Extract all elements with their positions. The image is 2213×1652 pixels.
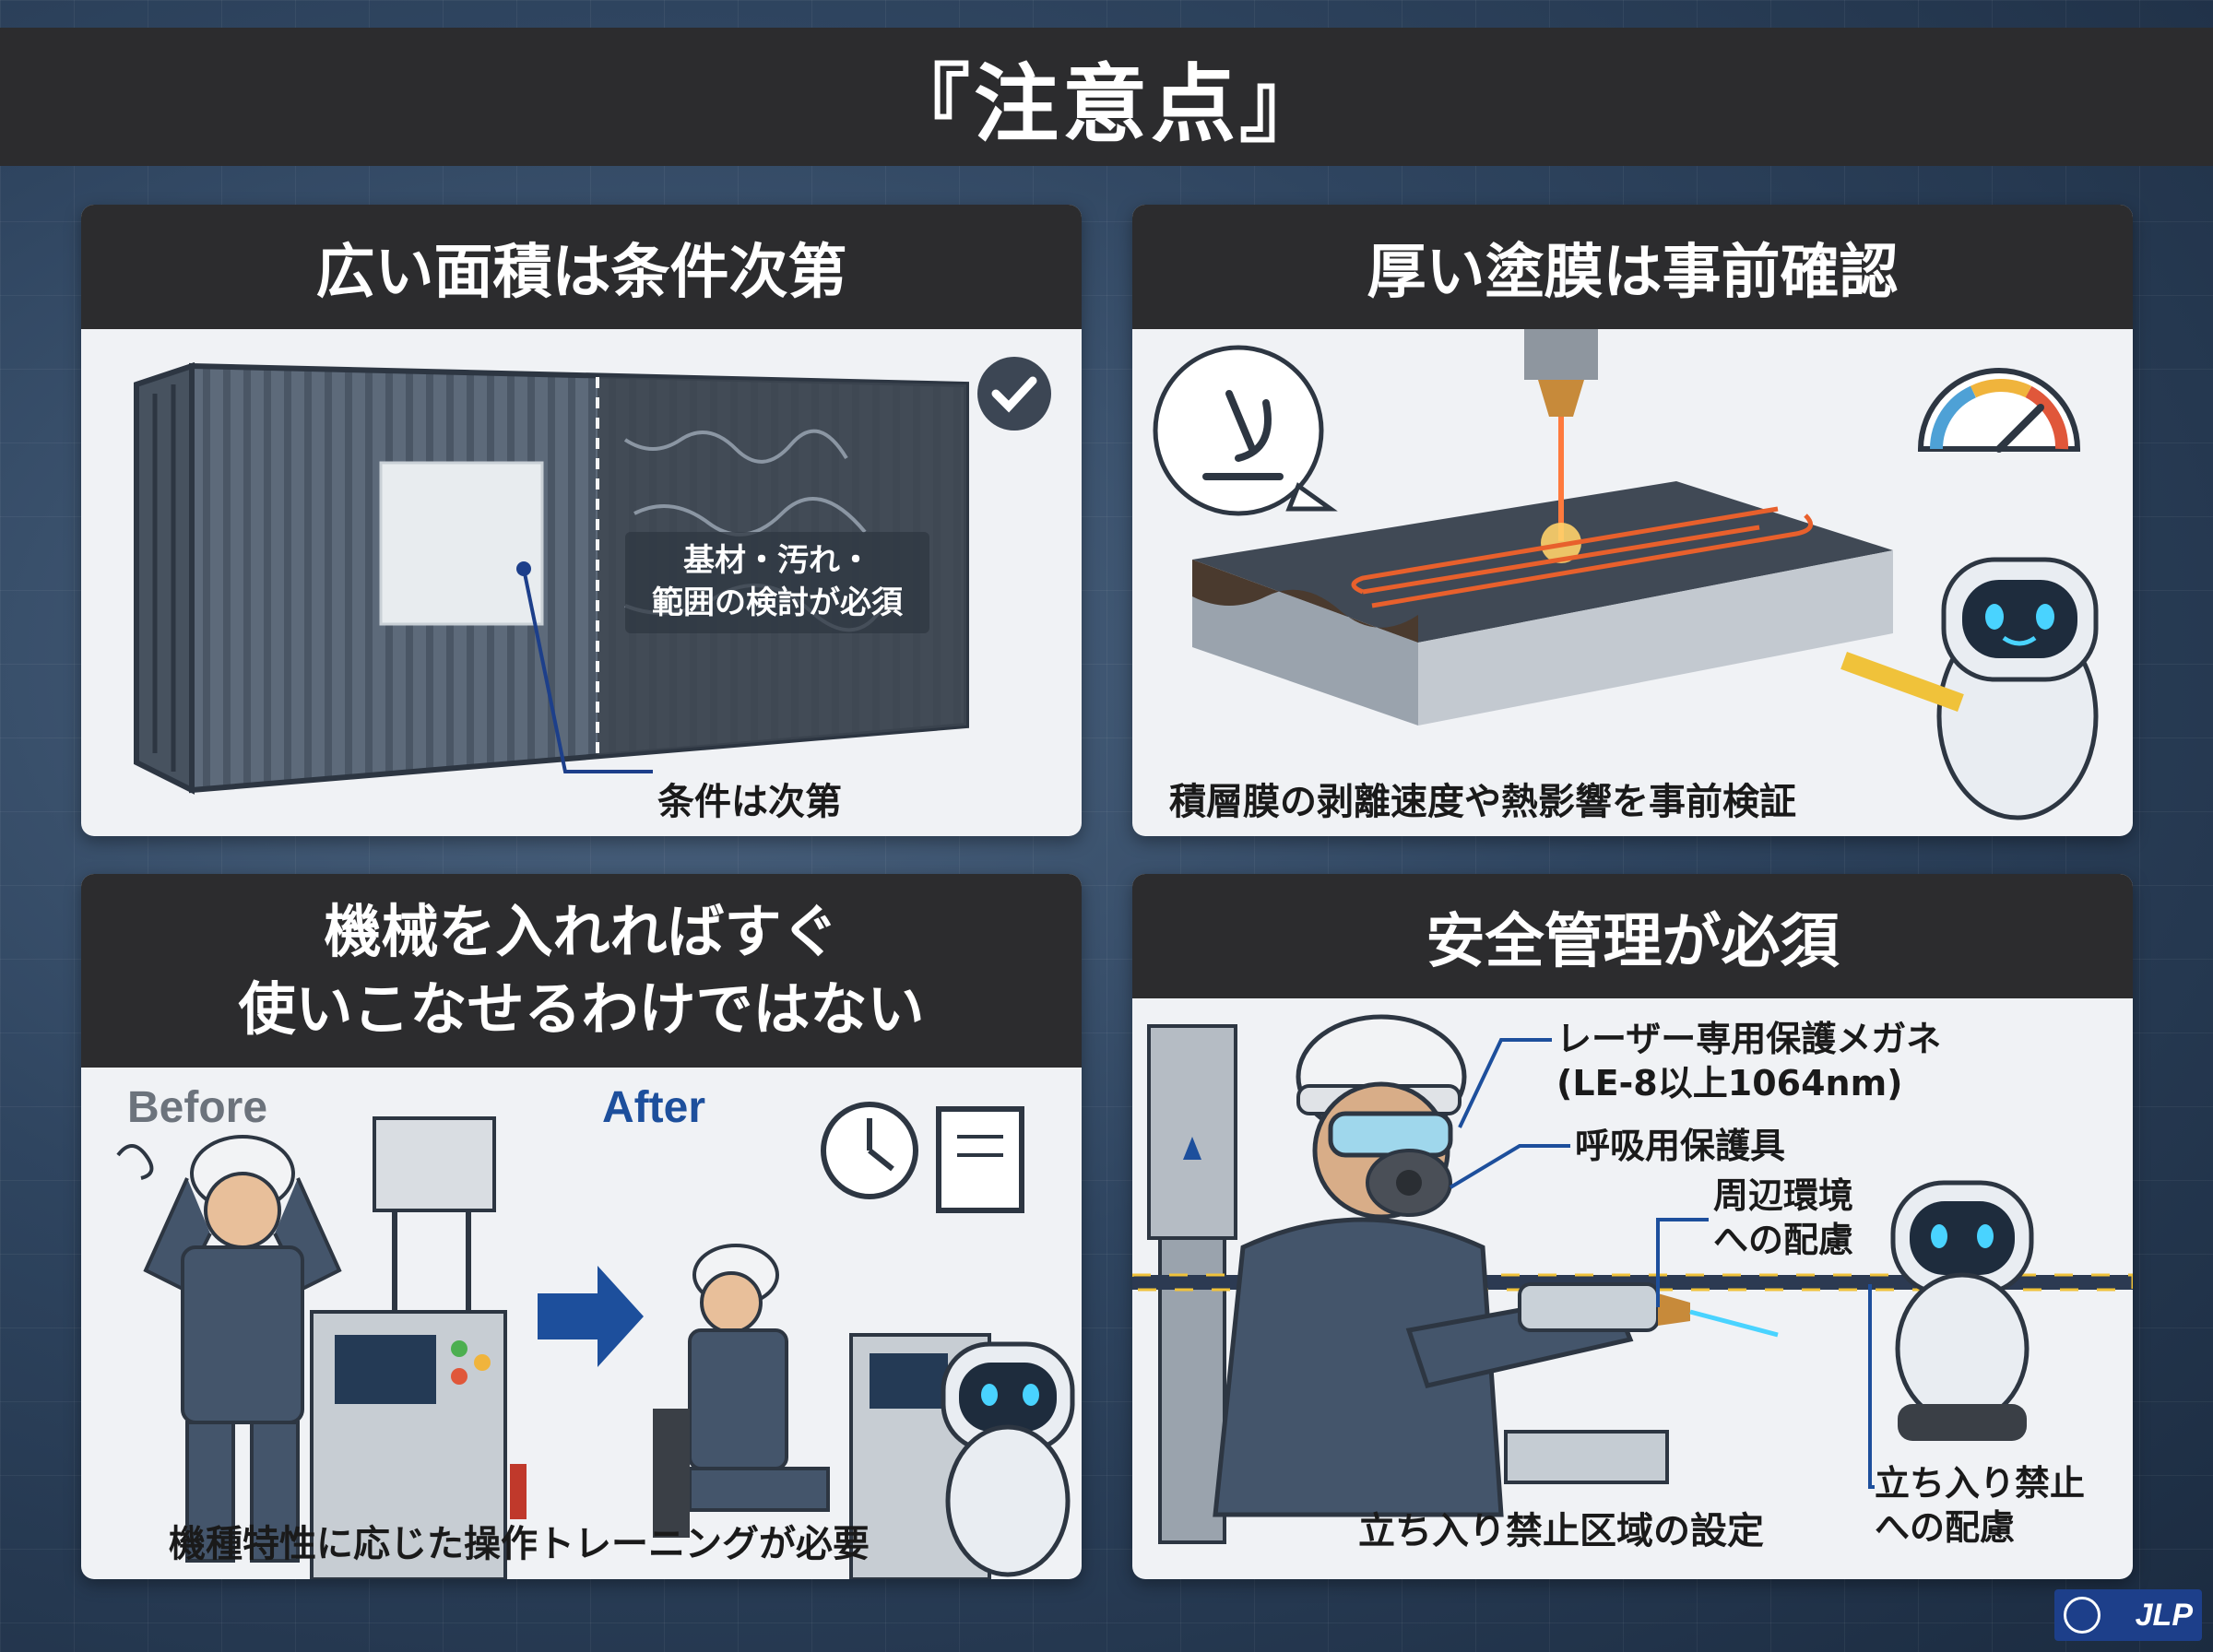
panel-body: レーザー専用保護メガネ (LE-8以上1064nm) 呼吸用保護具 周辺環境 へ… bbox=[1132, 998, 2133, 1579]
restricted-label-line-2: への配慮 bbox=[1875, 1507, 2016, 1548]
glasses-label: レーザー専用保護メガネ (LE-8以上1064nm) bbox=[1556, 1017, 1941, 1105]
robot-mascot bbox=[1890, 1180, 2034, 1441]
panel-body: Before After bbox=[81, 1068, 1082, 1579]
arrow-right-icon bbox=[538, 1266, 644, 1367]
jlp-logo: JLP bbox=[2054, 1589, 2202, 1641]
panel-safety: 安全管理が必須 bbox=[1132, 874, 2133, 1579]
laser-machine bbox=[310, 1116, 527, 1579]
robot-mascot bbox=[1840, 557, 2099, 820]
panel-training: 機械を入れればすぐ 使いこなせるわけではない Before After bbox=[81, 874, 1082, 1579]
emblem-icon bbox=[2064, 1597, 2101, 1634]
panel-caption: 機種特性に応じた操作トレーニングが必要 bbox=[169, 1523, 870, 1565]
panel-heading: 広い面積は条件次第 bbox=[81, 205, 1082, 329]
environment-label-line-1: 周辺環境 bbox=[1713, 1175, 1854, 1216]
safety-illustration bbox=[1132, 1014, 2133, 1544]
after-label: After bbox=[602, 1083, 706, 1132]
training-illustration bbox=[116, 1102, 1075, 1579]
title-bar: 『注意点』 bbox=[0, 28, 2213, 166]
panel-caption: 条件は次第 bbox=[657, 781, 842, 823]
panel-thick-coating: 厚い塗膜は事前確認 bbox=[1132, 205, 2133, 836]
panel-heading: 安全管理が必須 bbox=[1132, 874, 2133, 998]
coating-illustration bbox=[1153, 329, 2099, 820]
callout-label: 基材・汚れ・ 範囲の検討が必須 bbox=[652, 542, 903, 621]
panel-body: 基材・汚れ・ 範囲の検討が必須 条件は次第 bbox=[81, 329, 1082, 836]
panel-heading: 厚い塗膜は事前確認 bbox=[1132, 205, 2133, 329]
environment-label: 周辺環境 への配慮 bbox=[1713, 1174, 1853, 1262]
safety-worker bbox=[1213, 1014, 1779, 1517]
restricted-label-line-1: 立ち入り禁止 bbox=[1875, 1463, 2086, 1504]
panel-caption: 積層膜の剥離速度や熱影響を事前検証 bbox=[1169, 781, 1796, 823]
panel-caption: 立ち入り禁止区域の設定 bbox=[1358, 1510, 1764, 1552]
glasses-label-line-2: (LE-8以上1064nm) bbox=[1556, 1063, 1903, 1103]
clock-icon bbox=[821, 1102, 918, 1199]
container-illustration bbox=[134, 357, 1051, 795]
page-title: 『注意点』 bbox=[884, 54, 1328, 154]
confused-worker bbox=[116, 1135, 342, 1563]
heading-line-1: 機械を入れればすぐ bbox=[324, 898, 839, 965]
respirator-label: 呼吸用保護具 bbox=[1575, 1126, 1786, 1166]
heading-line-2: 使いこなせるわけではない bbox=[238, 975, 925, 1043]
manual-book-icon bbox=[936, 1106, 1024, 1213]
before-label: Before bbox=[127, 1083, 268, 1132]
restricted-label: 立ち入り禁止 への配慮 bbox=[1875, 1461, 2085, 1550]
panel-body: 積層膜の剥離速度や熱影響を事前検証 bbox=[1132, 329, 2133, 836]
glasses-label-line-1: レーザー専用保護メガネ bbox=[1556, 1019, 1942, 1059]
microscope-icon bbox=[1202, 390, 1284, 480]
environment-label-line-2: への配慮 bbox=[1713, 1220, 1854, 1260]
robot-mascot bbox=[941, 1341, 1075, 1577]
logo-text: JLP bbox=[2135, 1597, 2193, 1633]
panel-large-area: 広い面積は条件次第 bbox=[81, 205, 1082, 836]
panel-heading: 機械を入れればすぐ 使いこなせるわけではない bbox=[81, 874, 1082, 1068]
